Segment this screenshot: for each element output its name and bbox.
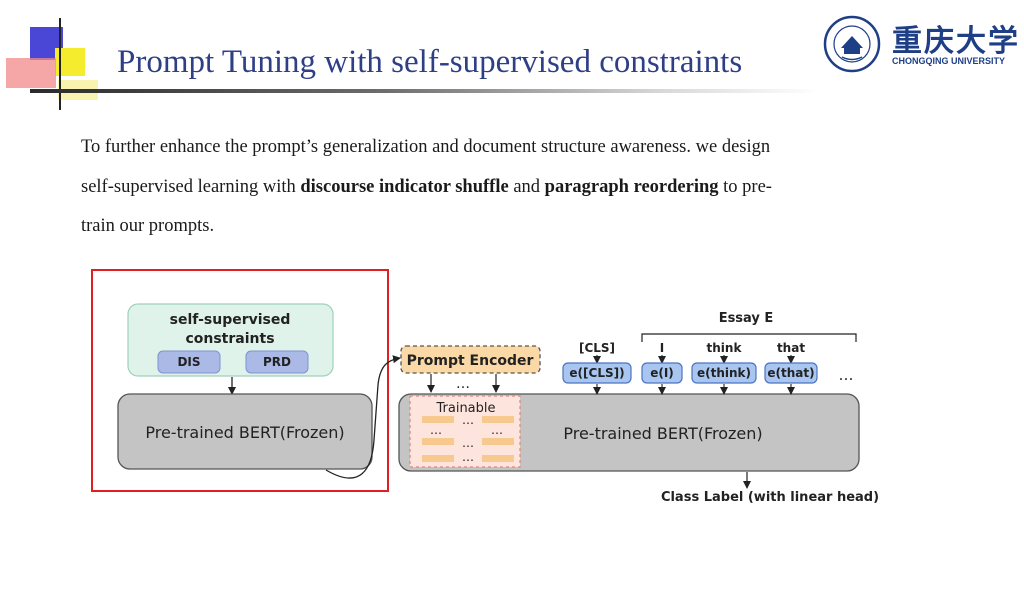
bold-term-discourse-indicator-shuffle: discourse indicator shuffle bbox=[300, 176, 509, 197]
bold-term-paragraph-reordering: paragraph reordering bbox=[544, 176, 719, 197]
paragraph-text: to pre- bbox=[718, 176, 772, 197]
essay-label: Essay E bbox=[719, 311, 774, 326]
bert-frozen-right-label: Pre-trained BERT(Frozen) bbox=[563, 424, 762, 443]
essay-bracket bbox=[641, 333, 857, 342]
constraints-title-line-2: constraints bbox=[185, 331, 274, 347]
paragraph-line-1: To further enhance the prompt’s generali… bbox=[81, 137, 771, 157]
embedding-that-box bbox=[764, 362, 818, 384]
prd-task-box bbox=[245, 350, 309, 374]
constraints-title-line-1: self-supervised bbox=[170, 312, 291, 328]
university-name-en: CHONGQING UNIVERSITY bbox=[892, 56, 1006, 66]
embedding-cls-label: e([CLS]) bbox=[569, 366, 624, 380]
prompt-slot bbox=[482, 416, 514, 423]
prompt-slot bbox=[422, 416, 454, 423]
embedding-i-label: e(I) bbox=[650, 366, 674, 380]
slot-ellipsis: … bbox=[462, 450, 474, 464]
pretraining-highlight-frame bbox=[91, 269, 389, 492]
token-cls: [CLS] bbox=[579, 341, 615, 355]
token-that: that bbox=[777, 341, 805, 355]
prompt-encoder-label: Prompt Encoder bbox=[407, 353, 534, 369]
slot-ellipsis: … bbox=[430, 423, 442, 437]
title-underline bbox=[30, 89, 820, 93]
pink-square bbox=[6, 58, 56, 88]
intro-paragraph: To further enhance the prompt’s generali… bbox=[81, 128, 921, 247]
university-logo: 重庆大学 CHONGQING UNIVERSITY bbox=[822, 14, 1018, 74]
paragraph-line-2: self-supervised learning with discourse … bbox=[81, 168, 921, 208]
encoder-ellipsis: … bbox=[456, 376, 470, 392]
corner-decoration bbox=[6, 18, 98, 110]
university-name-cn: 重庆大学 bbox=[892, 24, 1020, 59]
prompt-slot bbox=[422, 455, 454, 462]
university-seal-icon bbox=[823, 15, 881, 73]
prompt-slot bbox=[482, 438, 514, 445]
bert-frozen-left-label: Pre-trained BERT(Frozen) bbox=[145, 423, 344, 442]
prompt-slot bbox=[482, 455, 514, 462]
token-i: I bbox=[660, 341, 664, 355]
embedding-cls-box bbox=[562, 362, 632, 384]
token-think: think bbox=[707, 341, 743, 355]
slot-ellipsis: … bbox=[462, 413, 474, 427]
embedding-think-box bbox=[691, 362, 757, 384]
trainable-label: Trainable bbox=[435, 401, 495, 416]
prompt-slot bbox=[422, 438, 454, 445]
embedding-i-box bbox=[641, 362, 683, 384]
slot-ellipsis: … bbox=[491, 423, 503, 437]
paragraph-text: and bbox=[508, 176, 545, 197]
dis-task-box bbox=[157, 350, 221, 374]
class-label-text: Class Label (with linear head) bbox=[661, 490, 879, 505]
dis-task-label: DIS bbox=[177, 355, 200, 369]
slot-ellipsis: … bbox=[462, 436, 474, 450]
bert-frozen-left bbox=[117, 393, 373, 470]
embedding-ellipsis: … bbox=[839, 366, 854, 384]
prompt-encoder-box bbox=[400, 345, 541, 374]
prd-task-label: PRD bbox=[263, 355, 291, 369]
paragraph-text: self-supervised learning with bbox=[81, 176, 301, 197]
embedding-think-label: e(think) bbox=[697, 366, 751, 380]
paragraph-line-3: train our prompts. bbox=[81, 216, 215, 236]
arrow-transfer-to-prompt-encoder bbox=[325, 355, 401, 479]
embedding-that-label: e(that) bbox=[767, 366, 814, 380]
slide-title: Prompt Tuning with self-supervised const… bbox=[117, 44, 743, 80]
